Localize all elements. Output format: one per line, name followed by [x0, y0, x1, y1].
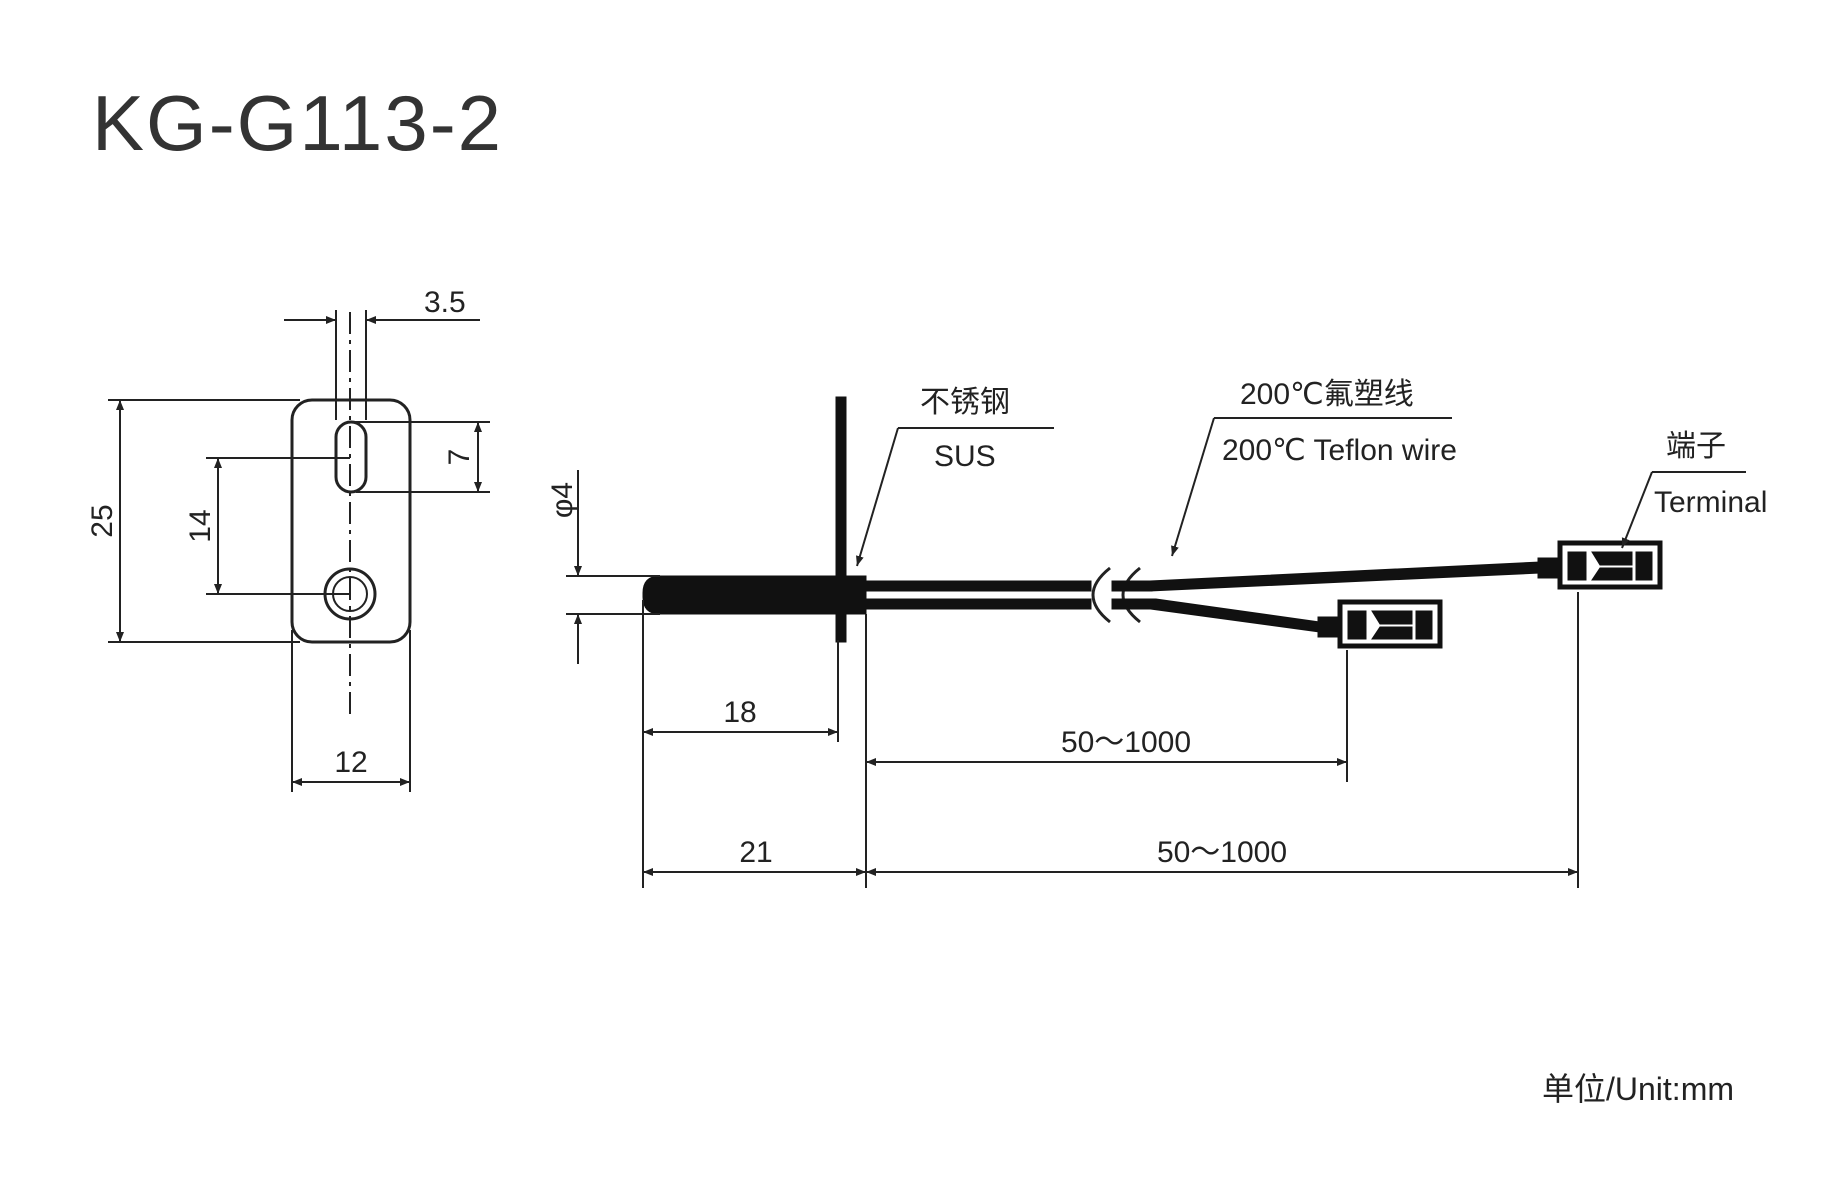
leader-material [856, 427, 899, 567]
leader-terminal [1621, 471, 1653, 549]
wire-collar [845, 575, 867, 615]
wire-short-lead [1149, 598, 1321, 633]
probe-body [642, 575, 839, 615]
wire-lower-segment [865, 598, 1092, 610]
label-terminal-cn: 端子 [1666, 430, 1726, 463]
label-terminal-en: Terminal [1654, 486, 1767, 519]
dim-probe-length: 18 [723, 696, 756, 729]
dim-lead-long: 50～1000 [1157, 836, 1287, 869]
dim-lead-short: 50～1000 [1061, 726, 1191, 759]
wire-lower-after-break [1111, 598, 1153, 610]
front-view: 3.5 7 25 14 12 [86, 286, 490, 792]
terminal-short [1317, 599, 1443, 649]
label-material-en: SUS [934, 440, 996, 473]
dim-width: 12 [334, 746, 367, 779]
dim-diameter: φ4 [546, 482, 579, 518]
dim-hole-width: 3.5 [424, 286, 466, 319]
dim-slot-length: 7 [443, 449, 476, 466]
flange [835, 396, 847, 643]
leader-wire [1171, 417, 1215, 557]
wire-upper-segment [865, 580, 1092, 592]
wire-long-lead [1149, 561, 1541, 592]
label-material-cn: 不锈钢 [920, 386, 1010, 419]
label-wire-cn: 200℃氟塑线 [1240, 378, 1414, 411]
dim-total-probe: 21 [739, 836, 772, 869]
unit-note: 单位/Unit:mm [1542, 1071, 1734, 1107]
drawing-title: KG-G113-2 [92, 79, 503, 167]
dim-height: 25 [86, 504, 119, 537]
break-mark-right [1121, 566, 1141, 624]
dim-hole-spacing: 14 [184, 509, 217, 542]
side-view: φ4 18 50～1000 21 50～1000 不锈钢 SUS 200℃氟塑线… [546, 378, 1767, 888]
break-mark-left [1091, 566, 1111, 624]
wire-upper-after-break [1111, 580, 1153, 592]
label-wire-en: 200℃ Teflon wire [1222, 434, 1457, 467]
terminal-long [1537, 540, 1663, 590]
